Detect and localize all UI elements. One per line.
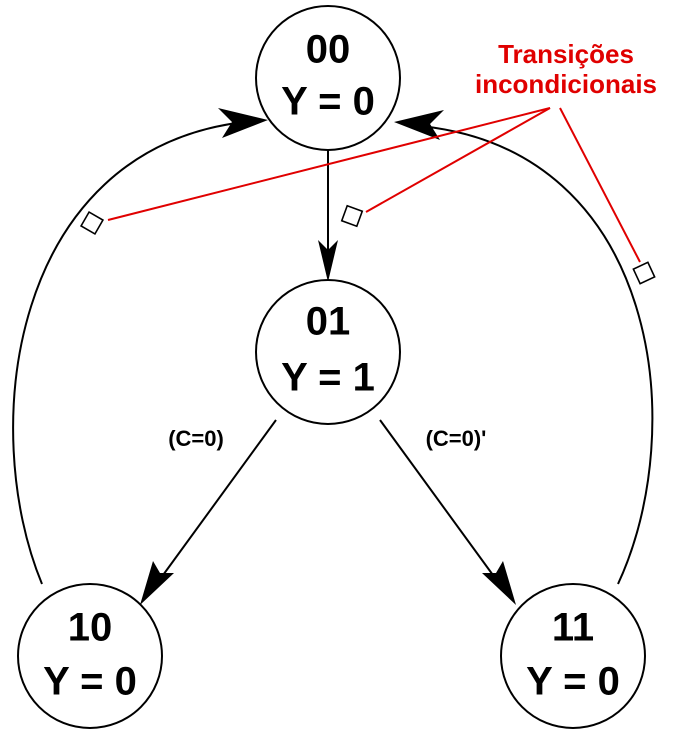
arrowhead bbox=[482, 561, 516, 605]
state-output: Y = 1 bbox=[281, 356, 375, 400]
arrowhead bbox=[318, 240, 338, 282]
state-11: 11 Y = 0 bbox=[500, 583, 646, 729]
state-code: 00 bbox=[306, 28, 351, 72]
arrowhead bbox=[140, 561, 174, 605]
state-output: Y = 0 bbox=[281, 80, 375, 124]
arrowhead bbox=[394, 110, 444, 140]
pointer-line-right bbox=[559, 107, 641, 263]
edge-label-01-to-11: (C=0)' bbox=[426, 426, 487, 451]
marker-box-center-edge bbox=[340, 204, 364, 228]
pointer-line-middle bbox=[365, 107, 551, 213]
annotation-pointers bbox=[107, 107, 641, 263]
state-code: 11 bbox=[552, 606, 594, 650]
state-circle bbox=[17, 583, 163, 729]
state-output: Y = 0 bbox=[43, 660, 137, 704]
edge-01-to-11 bbox=[379, 419, 516, 605]
edge-10-to-00 bbox=[12, 108, 268, 585]
state-output: Y = 0 bbox=[526, 660, 620, 704]
state-01: 01 Y = 1 bbox=[255, 279, 401, 425]
marker-box-right-arc bbox=[632, 261, 656, 285]
edge-01-to-10 bbox=[140, 419, 277, 605]
edge-00-to-01 bbox=[318, 148, 338, 282]
annotation-line-2: incondicionais bbox=[475, 69, 657, 99]
state-circle bbox=[255, 5, 401, 151]
state-00: 00 Y = 0 bbox=[255, 5, 401, 151]
marker-box-left-arc bbox=[79, 210, 105, 236]
arrowhead bbox=[218, 108, 268, 138]
state-code: 01 bbox=[306, 300, 351, 344]
state-10: 10 Y = 0 bbox=[17, 583, 163, 729]
pointer-line-left bbox=[107, 107, 551, 221]
edge-label-01-to-10: (C=0) bbox=[168, 426, 224, 451]
annotation-line-1: Transições bbox=[498, 39, 634, 69]
state-circle bbox=[500, 583, 646, 729]
state-code: 10 bbox=[68, 606, 113, 650]
edge-11-to-00 bbox=[394, 110, 654, 585]
state-circle bbox=[255, 279, 401, 425]
